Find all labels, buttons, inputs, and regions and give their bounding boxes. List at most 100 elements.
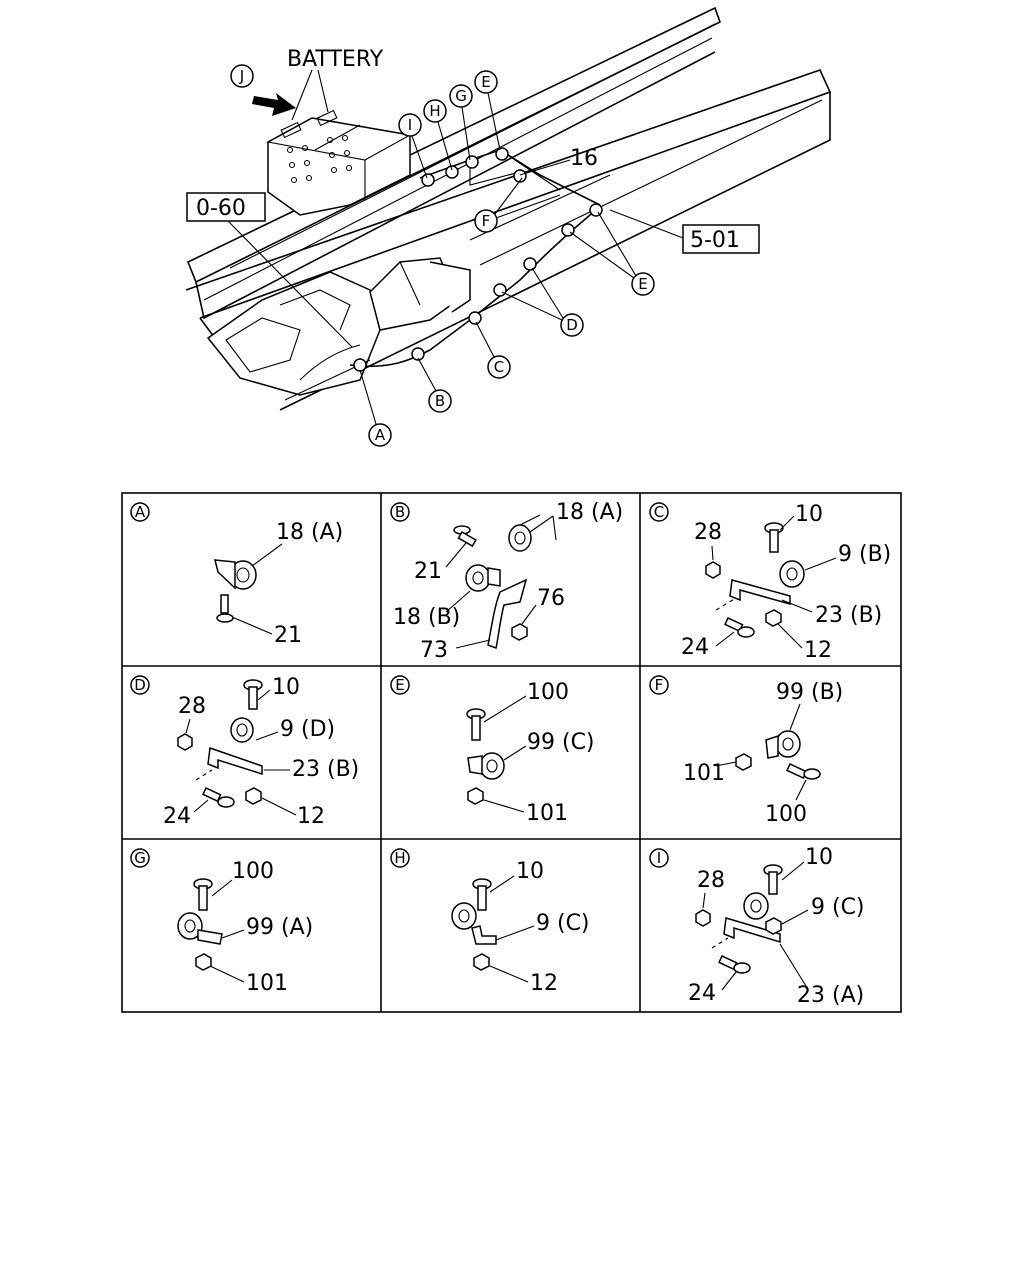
part-label: 24: [681, 635, 709, 660]
panel-c: C 10 28 9 (B) 23 (B) 24: [649, 502, 891, 663]
callout-h: H: [423, 99, 453, 171]
svg-text:A: A: [375, 426, 386, 444]
svg-text:5-01: 5-01: [690, 228, 740, 253]
part-label: 101: [683, 761, 725, 786]
frame-rail-lower: [185, 69, 832, 411]
callout-b: B: [417, 357, 452, 413]
callout-e-right: E: [569, 211, 655, 296]
bolt-icon: [718, 955, 751, 974]
clamp-part-icon: [743, 892, 769, 920]
bolt-icon: [472, 878, 492, 911]
overview-illustration: BATTERY: [185, 6, 832, 447]
clamp-part-icon: [177, 912, 223, 945]
svg-text:H: H: [429, 102, 440, 120]
part-label: 18 (A): [556, 500, 623, 525]
bolt-icon: [193, 878, 213, 911]
part-label: 18 (A): [276, 520, 343, 545]
battery-vent-holes: [286, 134, 353, 184]
svg-text:E: E: [481, 73, 490, 91]
part-label: 100: [765, 802, 807, 827]
bracket-icon: [487, 578, 528, 649]
part-label: 100: [232, 859, 274, 884]
part-label: 101: [526, 801, 568, 826]
nut-icon: [705, 561, 721, 579]
part-label: 9 (C): [536, 911, 590, 936]
part-label: 100: [527, 680, 569, 705]
part-16-label: 16: [570, 146, 598, 171]
panel-a: A 18 (A) 21: [130, 502, 343, 648]
svg-text:I: I: [408, 116, 412, 134]
part-label: 9 (D): [280, 717, 335, 742]
panel-b: B 18 (A) 21 18 (B) 76 73: [390, 500, 623, 663]
bolt-icon: [453, 525, 477, 548]
panel-c-id: C: [654, 503, 664, 521]
panel-f-id: F: [655, 676, 664, 694]
svg-text:D: D: [566, 316, 578, 334]
clamp-part-icon: [451, 902, 497, 945]
panel-b-id: B: [395, 503, 405, 521]
bracket-icon: [207, 746, 263, 776]
svg-text:J: J: [239, 67, 244, 85]
callout-c: C: [475, 321, 511, 379]
svg-text:E: E: [638, 275, 647, 293]
clamp-part-icon: [779, 560, 805, 588]
nut-icon: [695, 909, 711, 927]
bolt-icon: [764, 522, 784, 553]
svg-text:C: C: [494, 358, 504, 376]
nut-icon: [765, 917, 782, 935]
svg-text:0-60: 0-60: [196, 196, 246, 221]
callout-a: A: [359, 369, 392, 447]
callout-f: F: [474, 177, 561, 233]
part-label: 99 (B): [776, 680, 843, 705]
view-arrow-j: [252, 93, 296, 116]
clamp-part-icon: [467, 752, 505, 780]
part-label: 99 (C): [527, 730, 595, 755]
panel-d-id: D: [134, 676, 146, 694]
battery-label: BATTERY: [287, 47, 384, 72]
panel-e: E 100 99 (C) 101: [390, 675, 595, 826]
clamp-markers: [353, 147, 603, 372]
callout-e-top: E: [474, 70, 501, 151]
nut-icon: [765, 609, 782, 627]
callout-j: J: [230, 64, 254, 88]
part-label: 12: [804, 638, 832, 663]
part-label: 12: [297, 804, 325, 829]
clamp-part-icon: [214, 559, 257, 590]
nut-icon: [195, 953, 212, 971]
part-label: 12: [530, 971, 558, 996]
part-label: 10: [516, 859, 544, 884]
panel-e-id: E: [395, 676, 404, 694]
part-label: 21: [274, 623, 302, 648]
bolt-icon: [243, 679, 263, 710]
bolt-icon: [216, 594, 234, 623]
callout-i: I: [398, 113, 428, 179]
panel-f: F 99 (B) 101 100: [649, 675, 843, 827]
panel-g: G 100 99 (A) 101: [130, 848, 313, 996]
panel-a-id: A: [135, 503, 146, 521]
part-label: 9 (C): [811, 895, 865, 920]
battery-pack: [266, 109, 412, 216]
panel-d: D 10 28 9 (D) 23 (B) 24: [130, 675, 359, 829]
callout-g: G: [449, 84, 473, 161]
callout-d: D: [501, 267, 584, 337]
cable-run: [349, 147, 603, 372]
part-label: 23 (B): [815, 603, 882, 628]
part-label: 99 (A): [246, 915, 313, 940]
part-label: 10: [805, 845, 833, 870]
part-label: 23 (A): [797, 983, 864, 1008]
part-label: 101: [246, 971, 288, 996]
part-label: 76: [537, 586, 565, 611]
part-label: 28: [694, 520, 722, 545]
nut-icon: [473, 953, 490, 971]
clamp-part-icon: [765, 730, 801, 759]
panel-h: H 10 9 (C) 12: [390, 848, 590, 996]
bolt-icon: [466, 708, 486, 741]
nut-icon: [511, 623, 528, 641]
part-label: 10: [272, 675, 300, 700]
part-label: 9 (B): [838, 542, 891, 567]
part-label: 28: [178, 694, 206, 719]
part-label: 23 (B): [292, 757, 359, 782]
bolt-icon: [724, 617, 755, 638]
nut-icon: [245, 787, 262, 805]
